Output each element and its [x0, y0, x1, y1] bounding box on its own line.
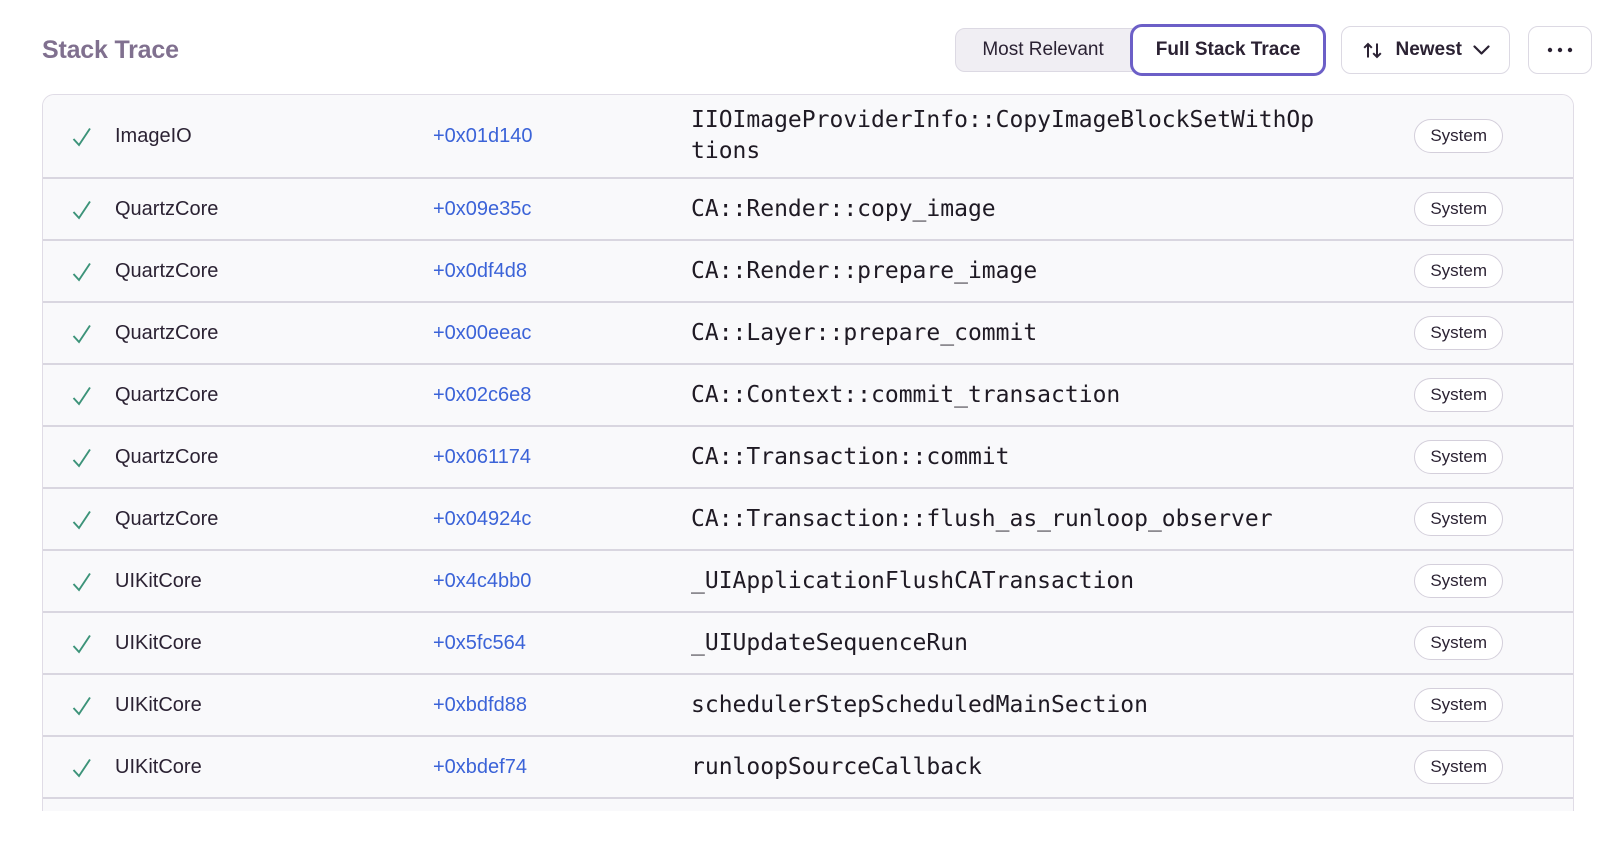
toggle-most-relevant[interactable]: Most Relevant	[982, 39, 1104, 60]
function-name: schedulerStepScheduledMainSection	[691, 691, 1148, 718]
table-row[interactable]: UIKitCore +0xbdfd88 schedulerStepSchedul…	[43, 675, 1573, 737]
system-badge: System	[1414, 316, 1503, 350]
header-controls: Most Relevant Full Stack Trace Newest	[955, 24, 1592, 76]
checkmark-icon	[69, 693, 115, 718]
function-name: _UIUpdateSequenceRun	[691, 629, 968, 656]
frame-address-link[interactable]: +0xbdfd88	[433, 693, 527, 716]
table-row[interactable]: UIKitCore +0x4c4bb0 _UIApplicationFlushC…	[43, 551, 1573, 613]
checkmark-icon	[69, 321, 115, 346]
module-name: QuartzCore	[115, 197, 219, 220]
system-badge: System	[1414, 378, 1503, 412]
module-name: UIKitCore	[115, 569, 202, 592]
view-toggle: Most Relevant Full Stack Trace	[955, 24, 1327, 76]
more-options-button[interactable]	[1528, 26, 1592, 74]
module-name: QuartzCore	[115, 321, 219, 344]
system-badge: System	[1414, 440, 1503, 474]
module-name: UIKitCore	[115, 631, 202, 654]
sort-button[interactable]: Newest	[1341, 26, 1510, 74]
table-row[interactable]: QuartzCore +0x00eeac CA::Layer::prepare_…	[43, 303, 1573, 365]
checkmark-icon	[69, 445, 115, 470]
module-name: ImageIO	[115, 124, 192, 147]
partial-next-row	[43, 799, 1573, 811]
toggle-full-stack-trace[interactable]: Full Stack Trace	[1129, 24, 1327, 76]
frame-address-link[interactable]: +0x04924c	[433, 507, 532, 530]
checkmark-icon	[69, 755, 115, 780]
system-badge: System	[1414, 564, 1503, 598]
system-badge: System	[1414, 192, 1503, 226]
frame-address-link[interactable]: +0x02c6e8	[433, 383, 532, 406]
frame-address-link[interactable]: +0x09e35c	[433, 197, 532, 220]
function-name: CA::Transaction::flush_as_runloop_observ…	[691, 505, 1273, 532]
module-name: QuartzCore	[115, 383, 219, 406]
sort-arrows-icon	[1361, 39, 1384, 62]
system-badge: System	[1414, 119, 1503, 153]
module-name: QuartzCore	[115, 259, 219, 282]
function-name: runloopSourceCallback	[691, 753, 982, 780]
function-name: CA::Render::prepare_image	[691, 257, 1038, 284]
function-name: CA::Transaction::commit	[691, 443, 1010, 470]
module-name: UIKitCore	[115, 693, 202, 716]
function-name: IIOImageProviderInfo::CopyImageBlockSetW…	[691, 107, 1315, 164]
module-name: UIKitCore	[115, 755, 202, 778]
frame-address-link[interactable]: +0x4c4bb0	[433, 569, 532, 592]
table-row[interactable]: QuartzCore +0x04924c CA::Transaction::fl…	[43, 489, 1573, 551]
function-name: CA::Context::commit_transaction	[691, 381, 1121, 408]
stack-trace-table: ImageIO +0x01d140 IIOImageProviderInfo::…	[42, 94, 1574, 811]
function-name: _UIApplicationFlushCATransaction	[691, 567, 1135, 594]
stack-trace-panel: Stack Trace Most Relevant Full Stack Tra…	[0, 24, 1614, 811]
module-name: QuartzCore	[115, 507, 219, 530]
frame-address-link[interactable]: +0xbdef74	[433, 755, 527, 778]
frame-address-link[interactable]: +0x5fc564	[433, 631, 526, 654]
frame-address-link[interactable]: +0x00eeac	[433, 321, 532, 344]
table-row[interactable]: QuartzCore +0x061174 CA::Transaction::co…	[43, 427, 1573, 489]
module-name: QuartzCore	[115, 445, 219, 468]
system-badge: System	[1414, 688, 1503, 722]
ellipsis-icon	[1547, 47, 1573, 53]
checkmark-icon	[69, 383, 115, 408]
stack-frame-list: ImageIO +0x01d140 IIOImageProviderInfo::…	[43, 95, 1573, 799]
system-badge: System	[1414, 750, 1503, 784]
system-badge: System	[1414, 502, 1503, 536]
checkmark-icon	[69, 507, 115, 532]
function-name: CA::Render::copy_image	[691, 195, 996, 222]
table-row[interactable]: QuartzCore +0x09e35c CA::Render::copy_im…	[43, 179, 1573, 241]
system-badge: System	[1414, 626, 1503, 660]
stack-trace-header: Stack Trace Most Relevant Full Stack Tra…	[42, 24, 1592, 76]
table-row[interactable]: UIKitCore +0xbdef74 runloopSourceCallbac…	[43, 737, 1573, 799]
table-row[interactable]: QuartzCore +0x0df4d8 CA::Render::prepare…	[43, 241, 1573, 303]
frame-address-link[interactable]: +0x01d140	[433, 124, 533, 147]
checkmark-icon	[69, 259, 115, 284]
page-title: Stack Trace	[42, 35, 179, 64]
table-row[interactable]: ImageIO +0x01d140 IIOImageProviderInfo::…	[43, 95, 1573, 179]
frame-address-link[interactable]: +0x061174	[433, 445, 532, 468]
sort-button-label: Newest	[1395, 39, 1462, 60]
function-name: CA::Layer::prepare_commit	[691, 319, 1038, 346]
checkmark-icon	[69, 197, 115, 222]
chevron-down-icon	[1473, 44, 1490, 56]
frame-address-link[interactable]: +0x0df4d8	[433, 259, 527, 282]
checkmark-icon	[69, 569, 115, 594]
system-badge: System	[1414, 254, 1503, 288]
checkmark-icon	[69, 631, 115, 656]
checkmark-icon	[69, 124, 115, 149]
table-row[interactable]: UIKitCore +0x5fc564 _UIUpdateSequenceRun…	[43, 613, 1573, 675]
table-row[interactable]: QuartzCore +0x02c6e8 CA::Context::commit…	[43, 365, 1573, 427]
